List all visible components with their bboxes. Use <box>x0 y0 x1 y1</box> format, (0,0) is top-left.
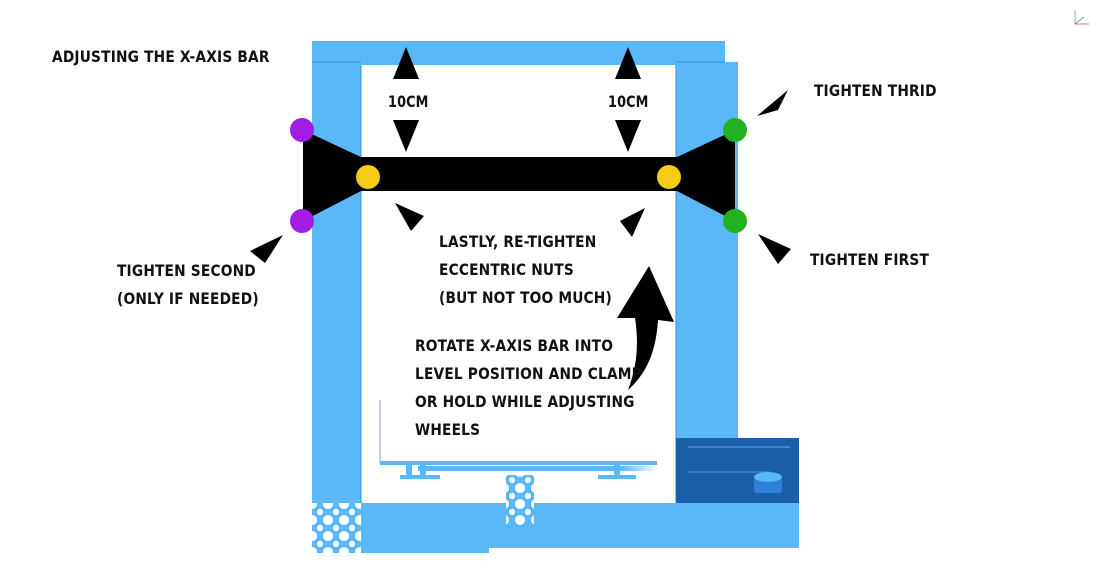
label-rotate-line-3: or hold while adjusting <box>415 392 635 411</box>
label-retighten-line-3: (but not too much) <box>439 288 612 307</box>
label-rotate-line-1: Rotate X-axis bar into <box>415 336 614 355</box>
label-tighten-first: Tighten first <box>810 250 930 269</box>
lattice-foot-center <box>506 475 534 525</box>
screw-bottom-left-purple <box>290 209 314 233</box>
dimension-label-right: 10CM <box>608 92 649 111</box>
corner-axis-icon <box>1074 10 1089 25</box>
label-rotate-line-4: wheels <box>415 420 481 439</box>
pointer-tighten-third-icon <box>757 90 788 116</box>
frame-left-upright <box>312 41 361 553</box>
label-retighten-eccentric-nuts: Lastly, re-tighten eccentric nuts (but n… <box>439 228 612 312</box>
x-axis-bar <box>303 130 735 221</box>
label-tighten-third: Tighten thrid <box>814 81 937 100</box>
frame-top-rail <box>312 41 725 65</box>
eccentric-nut-right <box>657 165 681 189</box>
label-tighten-second-line-2: (only if needed) <box>117 289 259 308</box>
pointer-eccentric-left-icon <box>395 203 424 231</box>
pointer-tighten-second-icon <box>250 235 283 263</box>
screw-top-left-purple <box>290 118 314 142</box>
label-rotate-instruction: Rotate X-axis bar into level position an… <box>415 332 642 444</box>
x-axis-bar-left-bracket <box>303 130 363 221</box>
label-retighten-line-1: Lastly, re-tighten <box>439 232 597 251</box>
lattice-foot-left <box>312 503 361 553</box>
dimension-arrow-left <box>393 47 419 152</box>
screw-bottom-right-green <box>723 209 747 233</box>
control-box <box>676 438 799 503</box>
print-bed <box>379 400 658 479</box>
pointer-eccentric-right-icon <box>620 208 645 237</box>
frame-right-upright <box>676 41 725 497</box>
label-tighten-second-line-1: Tighten second <box>117 261 256 280</box>
eccentric-nut-left <box>356 165 380 189</box>
frame-bottom-rail <box>361 503 799 553</box>
dimension-label-left: 10CM <box>388 92 429 111</box>
label-rotate-line-2: level position and clamp <box>415 364 642 383</box>
diagram-title: Adjusting the X-axis bar <box>52 47 270 66</box>
rotate-arrow-icon <box>617 266 674 390</box>
x-axis-bar-right-bracket <box>675 130 735 221</box>
pointer-tighten-first-icon <box>758 234 791 264</box>
label-retighten-line-2: eccentric nuts <box>439 260 574 279</box>
screw-top-right-green <box>723 118 747 142</box>
label-tighten-second: Tighten second (only if needed) <box>117 257 259 313</box>
dimension-arrow-right <box>615 47 641 152</box>
x-axis-beam <box>360 157 678 191</box>
